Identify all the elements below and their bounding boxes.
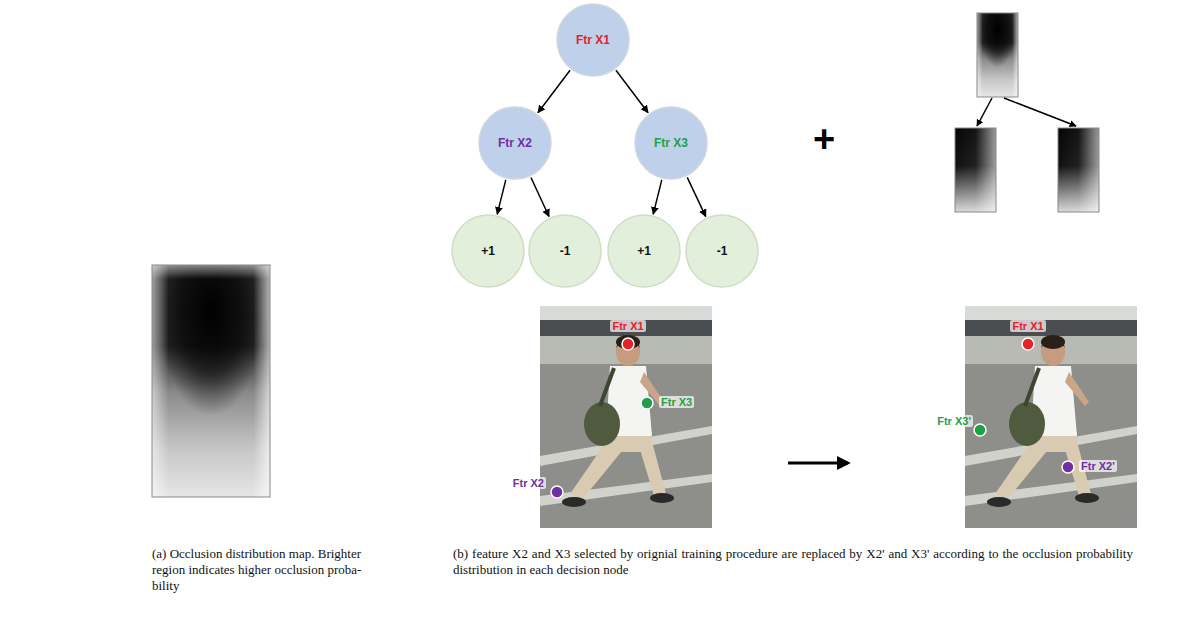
feature-dot: [1022, 338, 1034, 350]
leaf-node: +1: [451, 214, 525, 288]
node-label: +1: [637, 244, 651, 258]
node-text-holder: -1: [528, 214, 602, 288]
circle-shape: [686, 215, 758, 287]
feature-label: Ftr X1: [610, 320, 645, 332]
occlusion-map-small: [1058, 128, 1099, 212]
feature-node: Ftr X2: [478, 106, 552, 180]
node-text-holder: -1: [685, 214, 759, 288]
circle-shape: [479, 107, 551, 179]
node-label: Ftr X3: [654, 136, 688, 150]
circle-shape: [452, 215, 524, 287]
circle-shape: [557, 4, 629, 76]
feature-dot: [974, 424, 986, 436]
node-label: -1: [560, 244, 571, 258]
tree-edge: [497, 180, 506, 214]
feature-label: Ftr X2': [1079, 460, 1117, 472]
leaf-node: -1: [685, 214, 759, 288]
tree-edge: [687, 177, 706, 216]
pedestrian-photo: [540, 306, 712, 528]
node-label: Ftr X2: [498, 136, 532, 150]
node-text-holder: +1: [451, 214, 525, 288]
tree-edge: [616, 70, 648, 112]
tree-edge: [653, 180, 662, 214]
node-label: -1: [717, 244, 728, 258]
occlusion-map-small: [977, 13, 1018, 97]
feature-dot: [551, 486, 563, 498]
feature-label: Ftr X1: [1010, 320, 1045, 332]
node-text-holder: +1: [607, 214, 681, 288]
node-label: +1: [481, 244, 495, 258]
circle-shape: [635, 107, 707, 179]
feature-node: Ftr X1: [556, 3, 630, 77]
feature-dot: [622, 338, 634, 350]
circle-shape: [529, 215, 601, 287]
feature-node: Ftr X3: [634, 106, 708, 180]
feature-label: Ftr X2: [511, 477, 546, 489]
circle-shape: [608, 215, 680, 287]
node-label: Ftr X1: [576, 33, 610, 47]
node-text-holder: Ftr X3: [634, 106, 708, 180]
leaf-node: +1: [607, 214, 681, 288]
feature-dot: [641, 397, 653, 409]
feature-label: Ftr X3: [659, 396, 694, 408]
node-text-holder: Ftr X1: [556, 3, 630, 77]
tree-arrow: [1004, 98, 1076, 126]
occlusion-map: [152, 265, 270, 497]
caption: (b) feature X2 and X3 selected by origni…: [453, 546, 1133, 578]
transform-arrow: [788, 462, 848, 465]
occlusion-map-small: [955, 128, 996, 212]
pedestrian-photo: [965, 306, 1137, 528]
leaf-node: -1: [528, 214, 602, 288]
tree-edge: [538, 70, 570, 112]
tree-arrow: [977, 98, 992, 126]
feature-label: Ftr X3': [935, 415, 973, 427]
caption: (a) Occlusion distribution map. Brighter…: [152, 546, 384, 594]
plus-sign: +: [813, 118, 835, 161]
node-text-holder: Ftr X2: [478, 106, 552, 180]
tree-edge: [531, 177, 549, 216]
feature-dot: [1062, 461, 1074, 473]
